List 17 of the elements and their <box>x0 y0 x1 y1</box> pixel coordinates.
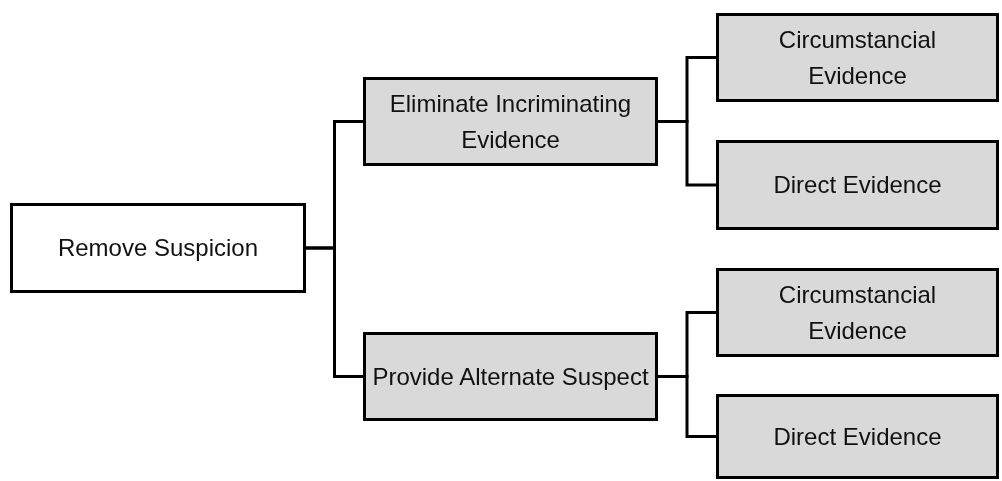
connector-line <box>658 120 716 187</box>
box-label: Remove Suspicion <box>57 233 259 263</box>
process-box <box>10 203 306 293</box>
box-label: Direct Evidence <box>773 170 942 200</box>
process-box <box>716 13 999 102</box>
process-box <box>716 394 999 479</box>
connector-line <box>658 375 716 438</box>
box-label: Circumstancial Evidence <box>777 24 938 91</box>
box-label: Direct Evidence <box>773 421 942 452</box>
box-label: Provide Alternate Suspect <box>372 361 649 392</box>
box-label: Circumstancial Evidence <box>777 279 938 346</box>
process-box <box>363 332 658 421</box>
process-box <box>363 77 658 166</box>
process-box <box>716 268 999 357</box>
process-box <box>716 140 999 230</box>
box-label: Eliminate Incriminating Evidence <box>388 88 633 155</box>
connector-line <box>306 246 363 378</box>
